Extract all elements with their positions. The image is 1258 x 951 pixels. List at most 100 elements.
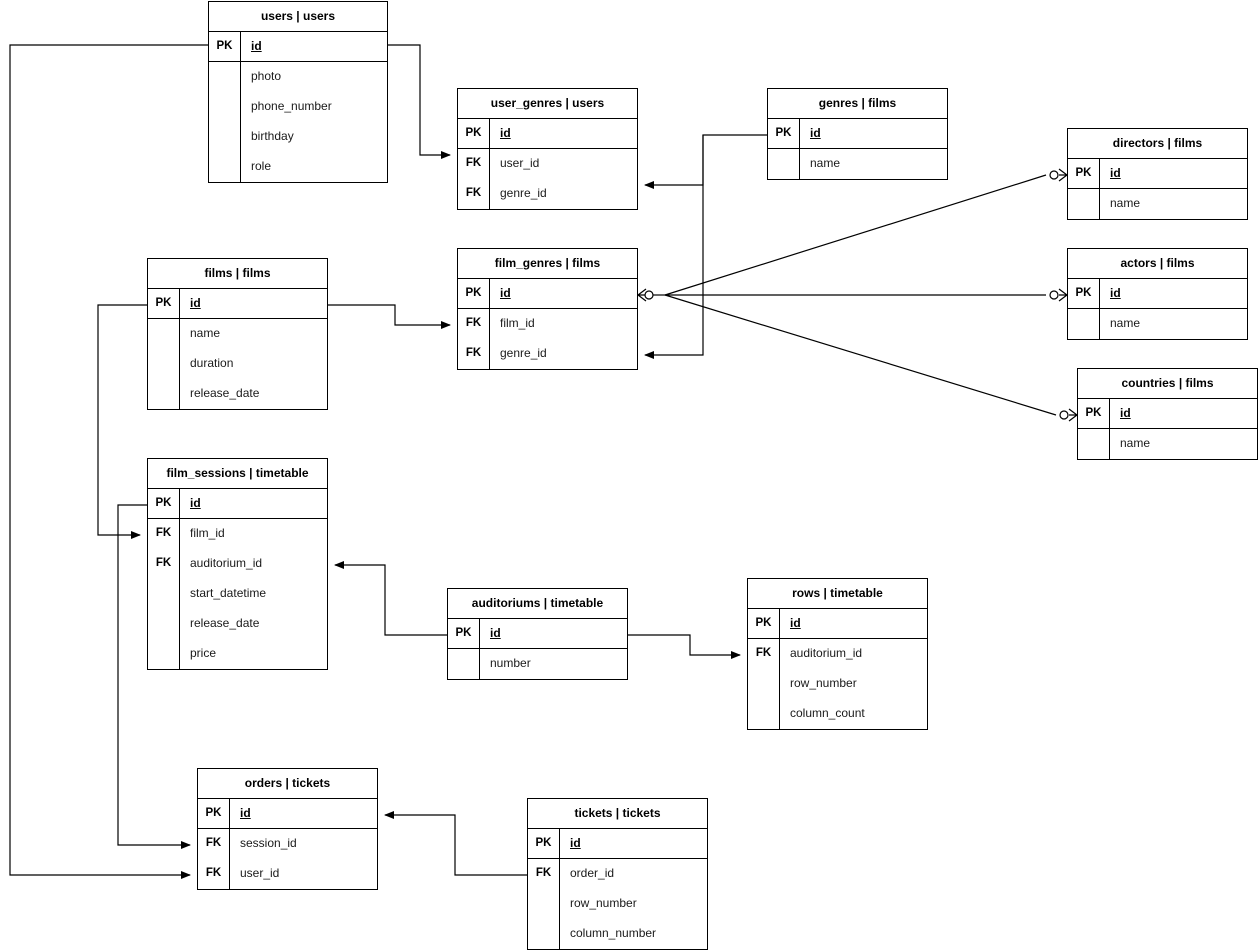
wire-film-genres-to-countries <box>664 294 1057 416</box>
attribute-row[interactable]: name <box>1068 189 1247 219</box>
wire-films-to-film-sessions <box>97 304 147 539</box>
key-cell-empty <box>148 609 180 639</box>
attribute-name: user_id <box>500 156 540 170</box>
primary-key-badge: PK <box>148 289 180 318</box>
attribute-row[interactable]: price <box>148 639 327 669</box>
primary-key-badge: PK <box>209 32 241 61</box>
attribute-name: id <box>500 126 511 140</box>
crowsfoot-directors <box>1058 168 1068 182</box>
attribute-row[interactable]: duration <box>148 349 327 379</box>
attribute-name: phone_number <box>251 99 332 113</box>
attribute-row[interactable]: row_number <box>528 889 707 919</box>
attribute-name: id <box>1120 406 1131 420</box>
attribute-name: id <box>251 39 262 53</box>
attribute-name: id <box>490 626 501 640</box>
entity-attributes-directors: PK id name <box>1068 159 1247 219</box>
attribute-name: start_datetime <box>190 586 267 600</box>
attribute-row[interactable]: row_number <box>748 669 927 699</box>
attribute-row[interactable]: name <box>148 319 327 349</box>
crowsfoot-circle-film-genres <box>644 290 654 300</box>
foreign-key-badge: FK <box>748 639 780 669</box>
attribute-row[interactable]: phone_number <box>209 92 387 122</box>
attribute-name: id <box>500 286 511 300</box>
attribute-row[interactable]: birthday <box>209 122 387 152</box>
primary-key-badge: PK <box>1068 159 1100 188</box>
wire-users-to-user-genres <box>388 44 451 159</box>
attribute-name: id <box>1110 286 1121 300</box>
attribute-row[interactable]: name <box>1078 429 1257 459</box>
attribute-row[interactable]: name <box>1068 309 1247 339</box>
attribute-name: birthday <box>251 129 294 143</box>
attribute-row[interactable]: name <box>768 149 947 179</box>
key-cell-empty <box>148 579 180 609</box>
wire-auditoriums-to-film-sessions <box>334 561 447 636</box>
wire-genres-to-user-genres <box>644 134 767 189</box>
attribute-name: price <box>190 646 217 660</box>
attribute-row[interactable]: number <box>448 649 627 679</box>
key-cell-empty <box>528 889 560 919</box>
entity-title-orders: orders | tickets <box>198 769 377 799</box>
attribute-row[interactable]: column_number <box>528 919 707 949</box>
attribute-row[interactable]: photo <box>209 62 387 92</box>
attribute-row[interactable]: PK id <box>1068 159 1247 189</box>
entity-title-auditoriums: auditoriums | timetable <box>448 589 627 619</box>
attribute-name: role <box>251 159 272 173</box>
attribute-name: id <box>1110 166 1121 180</box>
wire-films-to-film-genres <box>328 304 451 329</box>
entity-title-film_sessions: film_sessions | timetable <box>148 459 327 489</box>
attribute-row[interactable]: start_datetime <box>148 579 327 609</box>
foreign-key-badge: FK <box>198 859 230 889</box>
attribute-row[interactable]: PK id <box>209 32 387 62</box>
attribute-name: column_number <box>570 926 657 940</box>
crowsfoot-circle-actors <box>1049 290 1059 300</box>
attribute-row[interactable]: release_date <box>148 379 327 409</box>
crowsfoot-film-genres <box>637 288 647 302</box>
attribute-name: column_count <box>790 706 865 720</box>
attribute-row[interactable]: release_date <box>148 609 327 639</box>
attribute-row[interactable]: column_count <box>748 699 927 729</box>
attribute-name: name <box>190 326 221 340</box>
attribute-row[interactable]: role <box>209 152 387 182</box>
entity-title-genres: genres | films <box>768 89 947 119</box>
